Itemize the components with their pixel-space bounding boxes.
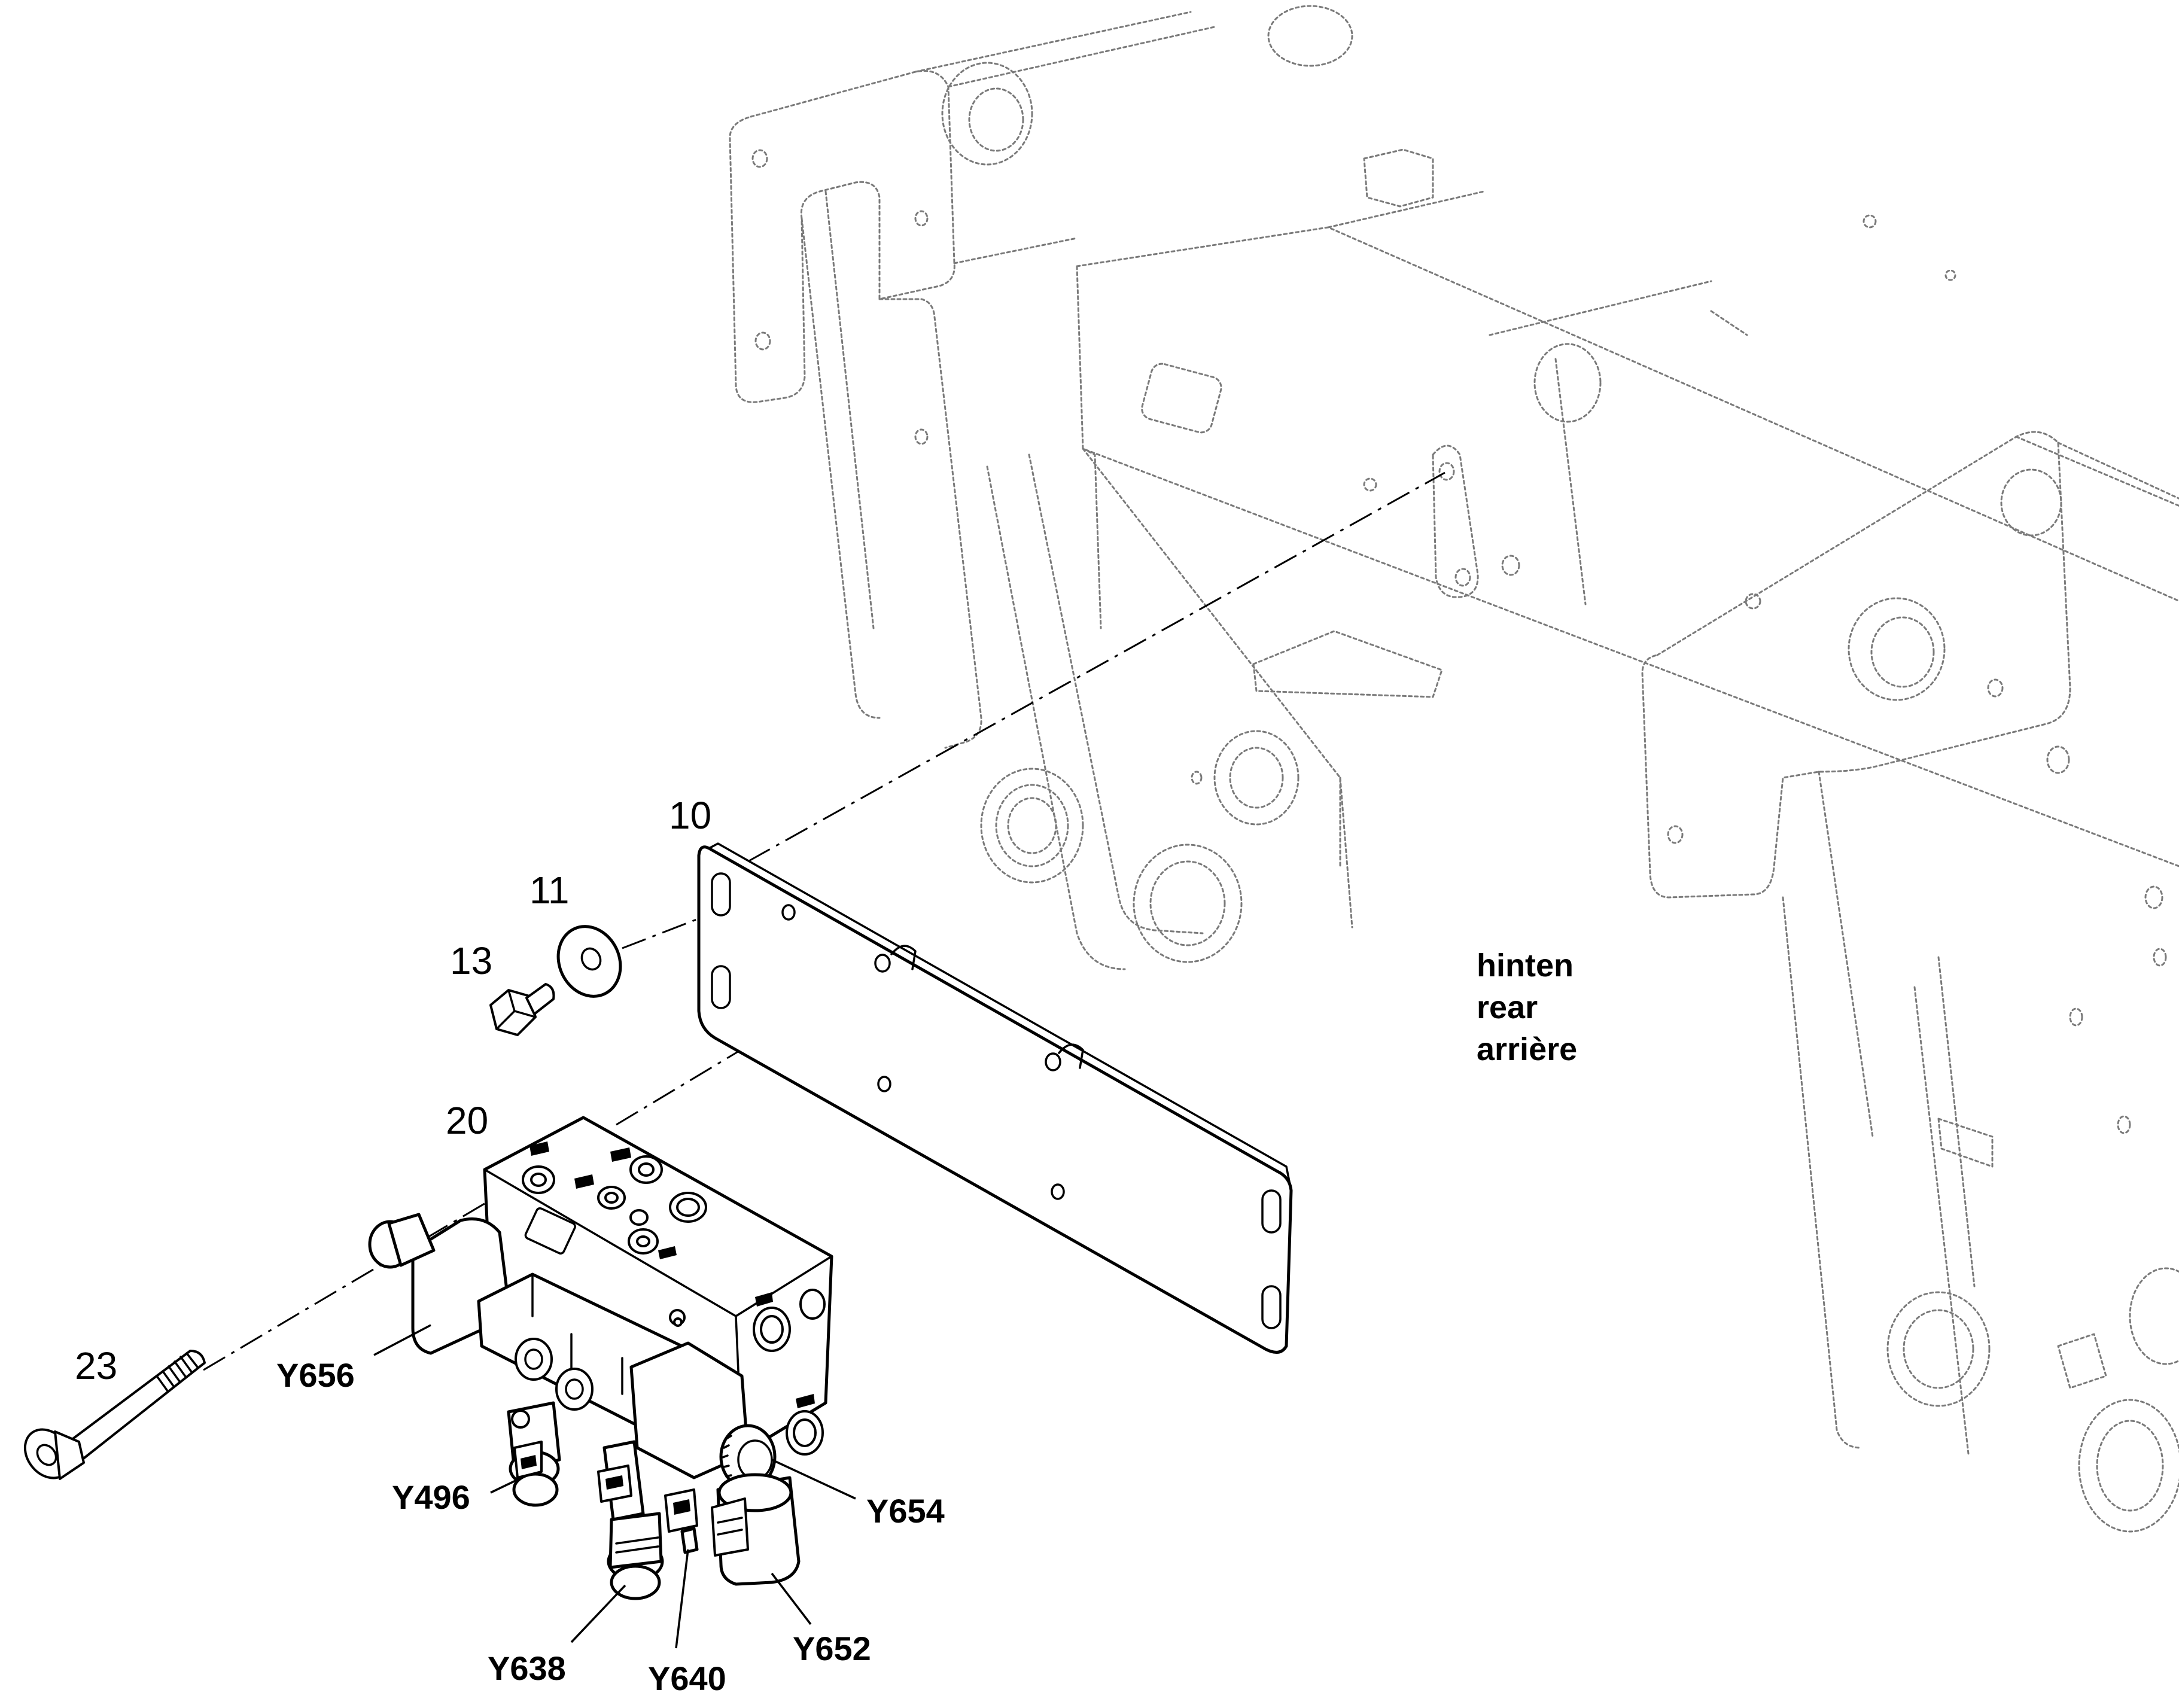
- plate-hole: [877, 1076, 891, 1092]
- item-number-11: 11: [529, 869, 569, 912]
- item-number-13: 13: [450, 939, 492, 982]
- frame-link-rod: [1432, 444, 1479, 598]
- frame-left-leg: [878, 298, 982, 749]
- washer-hole: [580, 947, 602, 971]
- solenoid-y640: [664, 1488, 699, 1554]
- plate-slot-bottom-right: [1261, 1285, 1282, 1329]
- label-y656: Y656: [276, 1356, 355, 1394]
- bolt-short: [489, 983, 555, 1036]
- leader-y656: [373, 1324, 431, 1356]
- label-y496: Y496: [392, 1478, 470, 1516]
- plate-hole: [874, 954, 891, 973]
- bolt-long: [23, 1350, 206, 1480]
- plate-stud: [1058, 1043, 1084, 1069]
- plate-stud: [890, 945, 917, 970]
- label-y638: Y638: [488, 1649, 566, 1687]
- frame-boss-right-upper: [1848, 597, 1946, 701]
- washer: [556, 925, 622, 998]
- direction-label-fr: arrière: [1477, 1031, 1577, 1067]
- centerline-plate-to-link: [747, 471, 1445, 863]
- frame-right-leg: [1782, 771, 1976, 1455]
- frame-center-arm: [986, 453, 1204, 970]
- direction-label-en: rear: [1477, 990, 1538, 1025]
- frame-center-block: [1076, 190, 2179, 869]
- washer-outer: [556, 925, 622, 998]
- block-side-port: [799, 1289, 826, 1320]
- item-number-labels: 10 11 13 20 23: [75, 794, 711, 1387]
- block-top-ports: [522, 1141, 707, 1259]
- leader-y640: [675, 1549, 689, 1649]
- leader-lines: [373, 1324, 856, 1649]
- label-y652: Y652: [793, 1630, 871, 1667]
- frame-boss-upper-left: [941, 62, 1033, 166]
- machine-frame: [729, 5, 2179, 1533]
- mounting-plate: [697, 842, 1293, 1354]
- bolt-long-shank: [68, 1350, 206, 1461]
- item-number-20: 20: [446, 1099, 488, 1142]
- valve-bolt-head: [515, 1338, 553, 1381]
- frame-right-plate: [1641, 431, 2071, 899]
- bolt-long-socket: [36, 1444, 57, 1466]
- plate-hole: [1045, 1052, 1061, 1071]
- plate-hole: [781, 904, 796, 921]
- frame-left-plate: [729, 69, 955, 403]
- frame-boss-right-lower: [1886, 1291, 1991, 1407]
- bolt-short-shank: [525, 983, 555, 1015]
- leader-y638: [570, 1584, 626, 1643]
- solenoid-y638: [597, 1440, 664, 1600]
- label-y640: Y640: [648, 1660, 726, 1697]
- direction-label-de: hinten: [1477, 948, 1574, 984]
- centerline-bolt-to-block: [203, 1195, 497, 1371]
- plate-slot-top-right: [1261, 1189, 1282, 1234]
- frame-center-slot: [1141, 363, 1222, 434]
- frame-boss-lower-center: [1133, 844, 1243, 963]
- solenoid-labels: Y656 Y496 Y654 Y638 Y640 Y652: [276, 1356, 945, 1697]
- direction-label: hinten rear arrière: [1477, 948, 1577, 1067]
- valve-block: [368, 1116, 833, 1600]
- plate-slot-top-left: [711, 872, 731, 917]
- bolt-long-thread: [156, 1352, 199, 1392]
- leader-y652: [771, 1572, 812, 1625]
- frame-boss-lower-left: [980, 768, 1084, 884]
- solenoid-y496: [507, 1401, 561, 1507]
- plate-slot-bottom-left: [711, 965, 731, 1009]
- item-number-23: 23: [75, 1344, 117, 1387]
- valve-bolt-head: [555, 1368, 594, 1411]
- plate-hole: [1051, 1183, 1065, 1200]
- frame-wedge: [1252, 630, 1443, 698]
- leader-y654: [771, 1459, 856, 1500]
- centerline-washer-to-plate: [622, 911, 716, 949]
- label-y654: Y654: [866, 1492, 945, 1530]
- item-number-10: 10: [669, 794, 711, 837]
- solenoid-y652: [711, 1473, 801, 1586]
- leader-y496: [490, 1476, 522, 1494]
